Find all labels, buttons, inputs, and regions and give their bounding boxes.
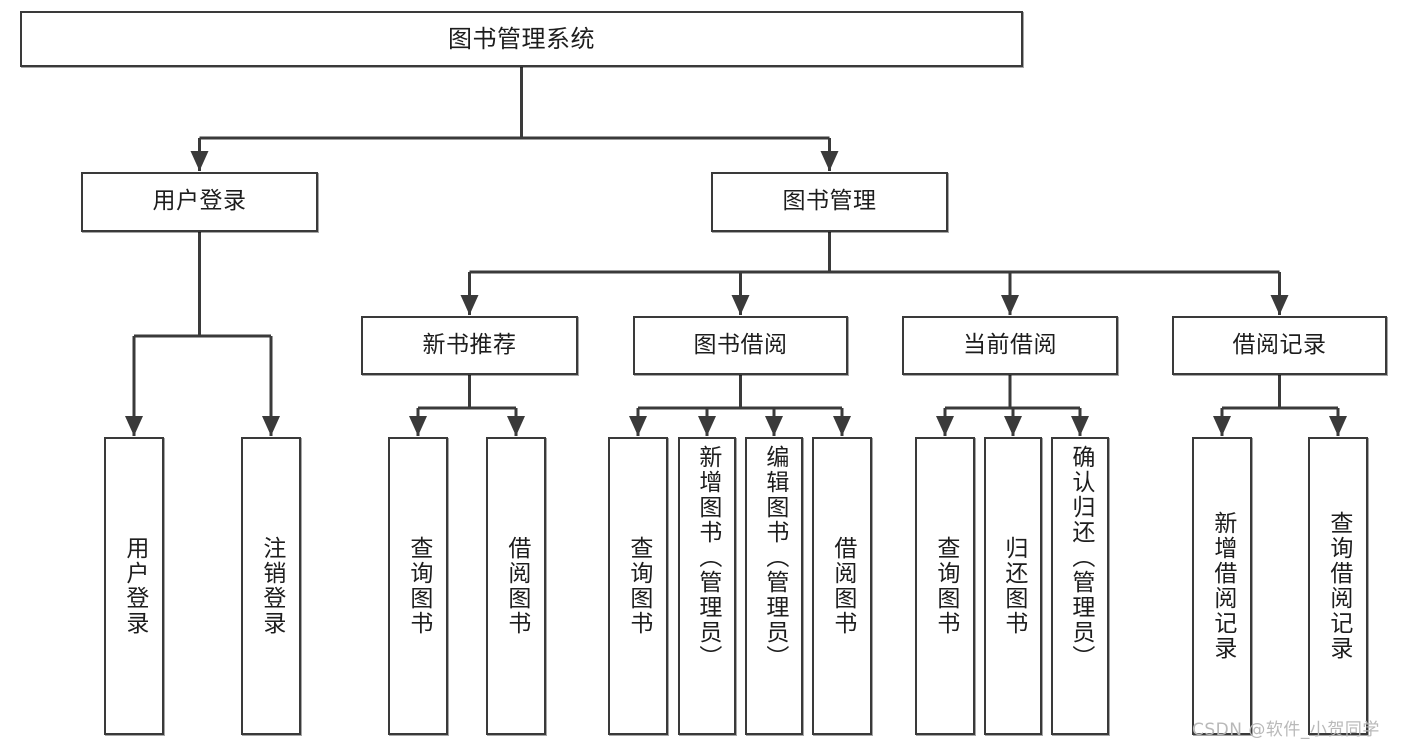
node-label: 借阅记录: [1232, 331, 1327, 358]
node-label: 当前借阅: [963, 331, 1057, 358]
node-login[interactable]: 用户登录: [81, 172, 318, 232]
node-leaf-new-1[interactable]: 查询图书: [388, 437, 448, 735]
arrowhead-leaf-rec-1: [1213, 416, 1231, 436]
arrowhead-leaf-login-2: [262, 416, 280, 436]
node-label: 查询图书: [405, 536, 432, 636]
arrowhead-leaf-cur-3: [1071, 416, 1089, 436]
node-label: 用户登录: [152, 188, 247, 215]
node-label: 编辑图书（管理员）: [761, 445, 788, 670]
arrowhead-leaf-new-2: [507, 416, 525, 436]
node-leaf-rec-1[interactable]: 新增借阅记录: [1192, 437, 1252, 735]
node-newbook[interactable]: 新书推荐: [361, 316, 578, 375]
node-leaf-rec-2[interactable]: 查询借阅记录: [1308, 437, 1368, 735]
arrowhead-leaf-borrow-4: [833, 416, 851, 436]
node-label: 图书管理: [782, 188, 877, 215]
node-label: 新增借阅记录: [1209, 511, 1236, 661]
node-bookmgmt[interactable]: 图书管理: [711, 172, 948, 232]
arrowhead-borrow: [731, 295, 750, 315]
watermark-text: CSDN @软件_小贺同学: [1192, 720, 1380, 740]
arrowhead-leaf-borrow-3: [765, 416, 783, 436]
arrowhead-leaf-rec-2: [1329, 416, 1347, 436]
arrowhead-newbook: [460, 295, 479, 315]
arrowhead-leaf-new-1: [409, 416, 427, 436]
arrowhead-leaf-cur-1: [936, 416, 954, 436]
node-label: 确认归还（管理员）: [1067, 445, 1094, 670]
node-record[interactable]: 借阅记录: [1172, 316, 1387, 375]
node-label: 新增图书（管理员）: [694, 445, 721, 670]
node-leaf-borrow-2[interactable]: 新增图书（管理员）: [678, 437, 736, 735]
node-label: 归还图书: [1000, 536, 1027, 636]
node-borrow[interactable]: 图书借阅: [633, 316, 848, 375]
node-leaf-borrow-1[interactable]: 查询图书: [608, 437, 668, 735]
node-label: 用户登录: [121, 536, 148, 636]
node-leaf-borrow-3[interactable]: 编辑图书（管理员）: [745, 437, 803, 735]
arrowhead-leaf-login-1: [125, 416, 143, 436]
node-label: 查询借阅记录: [1325, 511, 1352, 661]
node-label: 图书借阅: [693, 331, 788, 358]
node-current[interactable]: 当前借阅: [902, 316, 1118, 375]
node-label: 注销登录: [258, 536, 285, 636]
node-label: 借阅图书: [503, 536, 530, 636]
node-label: 查询图书: [932, 536, 959, 636]
node-leaf-new-2[interactable]: 借阅图书: [486, 437, 546, 735]
arrowhead-record: [1270, 295, 1289, 315]
node-leaf-borrow-4[interactable]: 借阅图书: [812, 437, 872, 735]
arrowhead-leaf-borrow-2: [698, 416, 716, 436]
arrowhead-leaf-cur-2: [1004, 416, 1022, 436]
node-leaf-cur-2[interactable]: 归还图书: [984, 437, 1042, 735]
arrowhead-current: [1001, 295, 1019, 315]
node-leaf-login-2[interactable]: 注销登录: [241, 437, 301, 735]
node-label: 查询图书: [625, 536, 652, 636]
node-label: 图书管理系统: [448, 24, 595, 53]
node-leaf-cur-3[interactable]: 确认归还（管理员）: [1051, 437, 1109, 735]
node-label: 借阅图书: [829, 536, 856, 636]
arrowhead-login: [190, 151, 209, 171]
node-root[interactable]: 图书管理系统: [20, 11, 1023, 67]
node-leaf-cur-1[interactable]: 查询图书: [915, 437, 975, 735]
arrowhead-bookmgmt: [820, 151, 839, 171]
node-leaf-login-1[interactable]: 用户登录: [104, 437, 164, 735]
node-label: 新书推荐: [422, 331, 517, 358]
arrowhead-leaf-borrow-1: [629, 416, 647, 436]
